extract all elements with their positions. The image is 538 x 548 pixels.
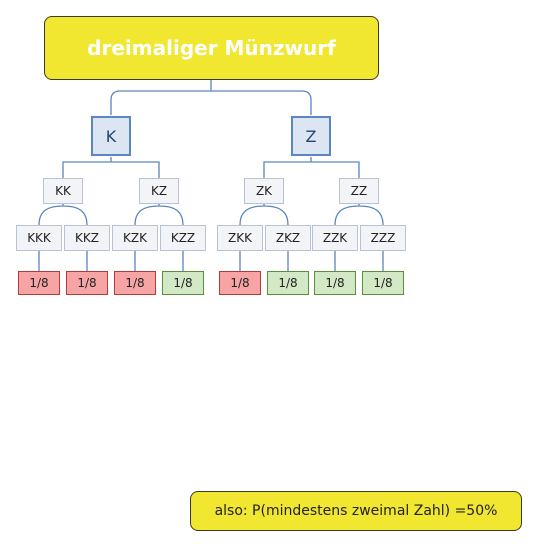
prob-zzz-label: 1/8 bbox=[373, 276, 393, 290]
title-box: dreimaliger Münzwurf bbox=[44, 16, 379, 80]
connector-kz bbox=[134, 204, 184, 226]
node-zz: ZZ bbox=[339, 178, 379, 204]
prob-kzk: 1/8 bbox=[114, 271, 156, 295]
node-k: K bbox=[91, 116, 131, 156]
node-z-label: Z bbox=[305, 126, 317, 146]
result-box: also: P(mindestens zweimal Zahl) =50% bbox=[190, 491, 522, 531]
node-kzk: KZK bbox=[112, 225, 158, 251]
connector-root bbox=[110, 80, 312, 115]
connector-zz bbox=[334, 204, 384, 226]
connector-z bbox=[263, 157, 360, 178]
node-kkz: KKZ bbox=[64, 225, 110, 251]
node-kk-label: KK bbox=[55, 184, 71, 198]
title-text: dreimaliger Münzwurf bbox=[87, 36, 336, 60]
node-kz: KZ bbox=[139, 178, 179, 204]
node-kzz-label: KZZ bbox=[170, 231, 196, 245]
prob-kzz: 1/8 bbox=[162, 271, 204, 295]
prob-kzk-label: 1/8 bbox=[125, 276, 145, 290]
prob-kkz-label: 1/8 bbox=[77, 276, 97, 290]
prob-zkk-label: 1/8 bbox=[230, 276, 250, 290]
node-zkk-label: ZKK bbox=[228, 231, 252, 245]
result-text: also: P(mindestens zweimal Zahl) =50% bbox=[214, 503, 498, 519]
node-zzz: ZZZ bbox=[360, 225, 406, 251]
prob-kkk: 1/8 bbox=[18, 271, 60, 295]
node-kkk: KKK bbox=[16, 225, 62, 251]
node-zzk: ZZK bbox=[312, 225, 358, 251]
prob-zkk: 1/8 bbox=[219, 271, 261, 295]
connector-kk bbox=[38, 204, 88, 226]
node-kzz: KZZ bbox=[160, 225, 206, 251]
node-kkk-label: KKK bbox=[27, 231, 51, 245]
node-zkz: ZKZ bbox=[265, 225, 311, 251]
node-kkz-label: KKZ bbox=[75, 231, 99, 245]
node-zz-label: ZZ bbox=[350, 184, 368, 198]
prob-zkz: 1/8 bbox=[267, 271, 309, 295]
node-zzk-label: ZZK bbox=[322, 231, 348, 245]
prob-kzz-label: 1/8 bbox=[173, 276, 193, 290]
connector-zk bbox=[239, 204, 289, 226]
node-zk: ZK bbox=[244, 178, 284, 204]
connector-k bbox=[62, 157, 160, 178]
node-kk: KK bbox=[43, 178, 83, 204]
prob-zzk: 1/8 bbox=[314, 271, 356, 295]
prob-kkz: 1/8 bbox=[66, 271, 108, 295]
node-kz-label: KZ bbox=[150, 184, 168, 198]
node-kzk-label: KZK bbox=[123, 231, 147, 245]
node-k-label: K bbox=[105, 126, 117, 146]
prob-kkk-label: 1/8 bbox=[29, 276, 49, 290]
prob-zzk-label: 1/8 bbox=[325, 276, 345, 290]
connector-leaves bbox=[38, 251, 384, 271]
node-z: Z bbox=[291, 116, 331, 156]
node-zkk: ZKK bbox=[217, 225, 263, 251]
prob-zzz: 1/8 bbox=[362, 271, 404, 295]
node-zk-label: ZK bbox=[255, 184, 273, 198]
node-zzz-label: ZZZ bbox=[370, 231, 396, 245]
prob-zkz-label: 1/8 bbox=[278, 276, 298, 290]
node-zkz-label: ZKZ bbox=[275, 231, 301, 245]
